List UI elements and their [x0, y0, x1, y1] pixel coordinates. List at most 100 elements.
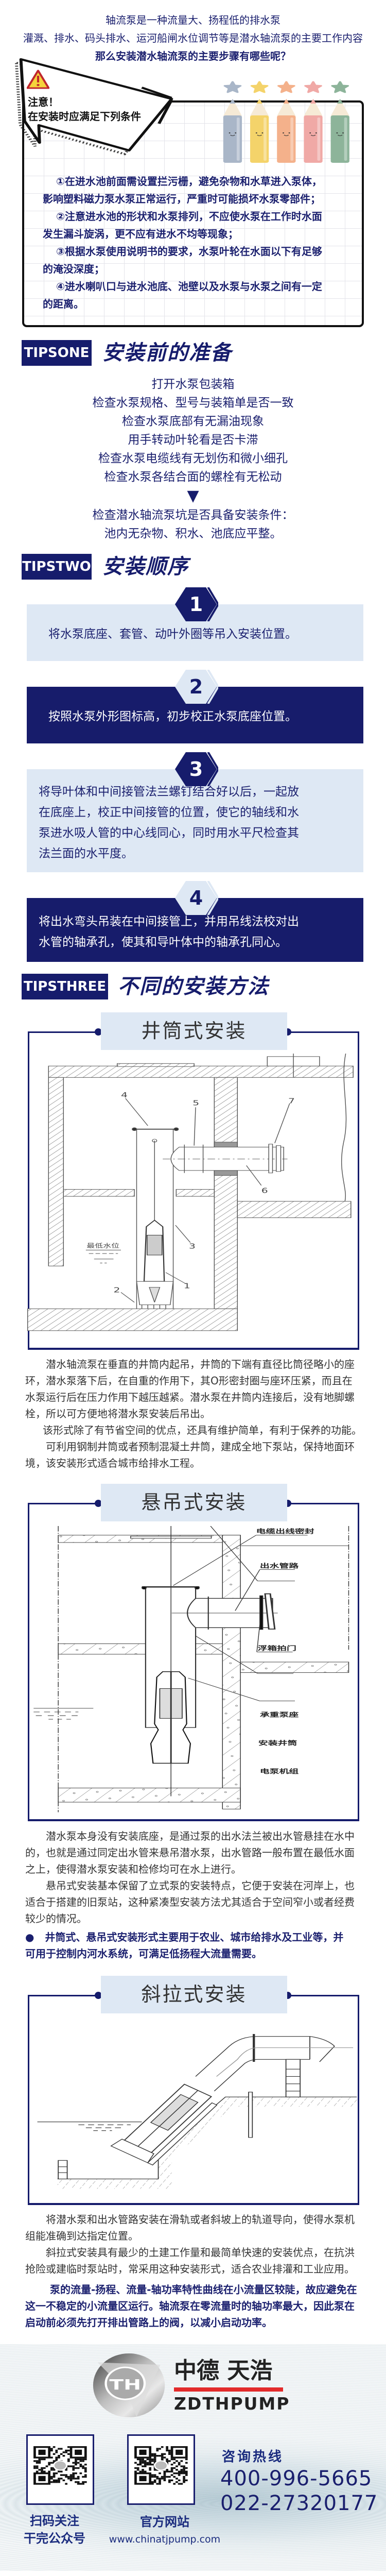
frame-dot — [95, 1992, 102, 1999]
method-label-suspended: 悬吊式安装 — [101, 1484, 287, 1521]
label-cable-seal: 电缆出线密封 — [256, 1528, 315, 1535]
speech-bubble — [14, 58, 173, 156]
checklist-item: 用手转动叶轮看是否卡滞 — [128, 433, 258, 447]
paragraph-line: 该形式除了有节省空间的优点，还具有维护简单，有利于保养的功能。 — [43, 1424, 362, 1436]
pencil-5 — [330, 81, 349, 163]
diagram-label-4: 4 — [121, 1091, 128, 1099]
paragraph-line: 抢险或建临时泵站时，常采用这种安装形式，适合农业排灌和工业应用。 — [25, 2263, 355, 2275]
label-outlet-pipe: 出水管路 — [260, 1562, 299, 1569]
step-number: 2 — [189, 675, 203, 698]
paragraph-line: 的，也就是通过同定出水管来悬吊潜水泵，出水管路一般布置在最低水面 — [25, 1846, 355, 1859]
step-3-line: 在底座上，校正中间接管的位置，使它的轴线和水 — [39, 806, 299, 819]
checklist-item: 检查水泵电缆线有无划伤和微小细孔 — [98, 452, 288, 465]
condition-2-line-1: ②注意进水池的形状和水泵排列，不应使水泵在工作时水面 — [56, 210, 322, 223]
paragraph-line: 之上，使得潜水泵安装和检修均可在水上进行。 — [25, 1863, 241, 1875]
note-line: 可用于控制内河水系统，可满足低扬程大流量需要。 — [25, 1947, 262, 1960]
startup-warning-note: 泵的流量-扬程、流量-轴功率特性曲线在小流量区较陡，故应避免在 这一不稳定的小流… — [25, 2281, 380, 2331]
label-pump-unit: 电泵机组 — [260, 1768, 299, 1775]
label-pump-seat: 承重泵座 — [260, 1711, 299, 1718]
tipsthree-title: 不同的安装方法 — [118, 975, 269, 998]
step-3-line: 泵进水吸人管的中心线同心，同时用水平尺检查其 — [39, 826, 299, 840]
qr-follow-label: 扫码关注 — [30, 2514, 79, 2528]
logo-letters: TH — [109, 2377, 141, 2393]
step-2-text: 按照水泵外形图标高，初步校正水泵底座位置。 — [48, 710, 297, 723]
paragraph-line: 将潜水泵和出水管路安装在滑轨或者斜坡上的轨道导向，使得水泵机 — [46, 2213, 355, 2226]
pit-check-line-1: 检查潜水轴流泵坑是否具备安装条件： — [92, 509, 294, 522]
diagram-label-6: 6 — [261, 1187, 268, 1195]
pencil-3 — [277, 81, 296, 163]
checklist-item: 检查水泵规格、型号与装箱单是否一致 — [92, 396, 294, 410]
diagram-label-7: 7 — [288, 1097, 295, 1106]
pencils-illustration — [223, 81, 349, 163]
frame-dot — [95, 1500, 102, 1507]
step-1-text: 将水泵底座、套管、动叶外圈等吊入安装位置。 — [48, 628, 297, 641]
hotline-label: 咨询热线 — [222, 2449, 284, 2465]
arrow-down-icon: ▼ — [187, 487, 199, 505]
step-badge-1: 1 — [175, 587, 218, 621]
note-line: 启动前必须先打开排出管路上的阀，以减小启动功率。 — [25, 2316, 272, 2329]
conditions-list: ①在进水池前面需设置拦污栅，避免杂物和水草进入泵体， 影响塑料磁力泵水泵正常运行… — [43, 173, 362, 313]
condition-2-line-2: 发生漏斗旋涡，更不应有进水不均等现象； — [43, 228, 238, 240]
paragraph-line: 环，潜水泵落下后，在自重的作用下，其O形密封圈与座环压紧，而且在 — [25, 1375, 353, 1387]
step-number: 3 — [189, 758, 203, 781]
tipstwo-tag: TIPSTWO — [22, 554, 92, 580]
hotline-phone-1[interactable]: 400-996-5665 — [220, 2467, 373, 2490]
step-badge-2: 2 — [175, 670, 218, 704]
pencil-2 — [250, 81, 269, 163]
qr-site-label: 官方网站 — [140, 2515, 189, 2529]
paragraph-line: 潜水轴流泵在垂直的井筒内起吊，井筒的下端有直径比筒径略小的座 — [46, 1358, 355, 1370]
notice-title: 注意！ — [28, 96, 59, 108]
brand-name-en: ZDTHPUMP — [174, 2394, 290, 2414]
hotline-phone-2[interactable]: 022-27320177 — [220, 2492, 378, 2515]
condition-4-line-2: 的距离。 — [43, 298, 84, 310]
qr-code-website[interactable] — [127, 2434, 195, 2505]
checklist-item: 检查水泵各结合面的螺栓有无松动 — [104, 470, 282, 484]
paragraph-line: 斜拉式安装具有最少的土建工作量和最简单快速的安装优点，在抗洪 — [46, 2246, 355, 2259]
tipstwo-title: 安装顺序 — [102, 555, 189, 579]
paragraph-line: 悬吊式安装基本保留了立式泵的安装特点，它便于安装在河岸上，也 — [46, 1879, 355, 1892]
warning-icon — [27, 70, 49, 89]
paragraph-line: 较少的情况。 — [25, 1912, 87, 1925]
qr-code-follow[interactable] — [26, 2434, 94, 2505]
step-4-text: 将出水弯头吊装在中间接管上，并用吊线法校对出 水管的轴承孔，使其和导叶体中的轴承… — [39, 911, 299, 953]
intro-question: 那么安装潜水轴流泵的主要步骤有哪些呢？ — [95, 50, 291, 62]
note-line: 这一不稳定的小流量区运行。轴流泵在零流量时的轴功率最大，因此泵在 — [25, 2300, 355, 2312]
step-4-line: 将出水弯头吊装在中间接管上，并用吊线法校对出 — [39, 915, 299, 928]
tipsone-title: 安装前的准备 — [102, 341, 232, 365]
method-label-well: 井筒式安装 — [101, 1012, 287, 1050]
intro-line-2: 灌溉、排水、码头排水、运河船闸水位调节等是潜水轴流泵的主要工作内容 — [23, 32, 363, 44]
paragraph-line: 可利用钢制井筒或者预制混凝土井筒，建成全地下泵站，保持地面环 — [46, 1440, 355, 1453]
checklist: 打开水泵包装箱 检查水泵规格、型号与装箱单是否一致 检查水泵底部有无漏油现象 用… — [0, 375, 386, 486]
step-badge-3: 3 — [175, 752, 218, 786]
tipsthree-tag: TIPSTHREE — [22, 974, 108, 999]
step-card-3: 将导叶体和中间接管法兰螺钉结合好以后，一起放 在底座上，校正中间接管的位置，使它… — [27, 769, 363, 872]
well-installation-diagram: 4 5 7 6 3 1 2 最低水位 — [27, 1054, 354, 1331]
website-link[interactable]: www.chinatjpump.com — [109, 2534, 221, 2545]
step-3-line: 法兰面的水平度。 — [39, 847, 133, 860]
label-well-tube: 安装井筒 — [258, 1739, 297, 1747]
lowest-water-level-label: 最低水位 — [86, 1243, 119, 1249]
condition-3-line-2: 的淹没深度； — [43, 263, 104, 275]
step-number: 4 — [189, 887, 203, 909]
qr-site-caption: 官方网站 www.chinatjpump.com — [103, 2513, 226, 2548]
qr-follow-account: 干完公众号 — [24, 2531, 85, 2546]
step-badge-4: 4 — [175, 881, 218, 915]
method-label-inclined: 斜拉式安装 — [101, 1976, 287, 2013]
pit-check: 检查潜水轴流泵坑是否具备安装条件： 池内无杂物、积水、池底应平整。 — [0, 506, 386, 543]
qr-follow-caption: 扫码关注 干完公众号 — [13, 2512, 96, 2547]
inclined-description: 将潜水泵和出水管路安装在滑轨或者斜坡上的轨道导向，使得水泵机 组能准确到达指定位… — [25, 2211, 380, 2277]
condition-1-line-1: ①在进水池前面需设置拦污栅，避免杂物和水草进入泵体， — [56, 175, 322, 188]
well-description: 潜水轴流泵在垂直的井筒内起吊，井筒的下端有直径比筒径略小的座 环，潜水泵落下后，… — [25, 1356, 380, 1471]
paragraph-line: 栓，所以可方便地将潜水泵安装后吊出。 — [25, 1408, 210, 1420]
diagram-label-3: 3 — [189, 1243, 196, 1251]
step-3-text: 将导叶体和中间接管法兰螺钉结合好以后，一起放 在底座上，校正中间接管的位置，使它… — [39, 782, 299, 864]
suspended-description: 潜水泵本身没有安装底座，是通过泵的出水法兰被出水管悬挂在水中 的，也就是通过同定… — [25, 1828, 380, 1927]
note-line: 泵的流量-扬程、流量-轴功率特性曲线在小流量区较陡，故应避免在 — [50, 2283, 357, 2296]
paragraph-line: 组能准确到达指定位置。 — [25, 2230, 138, 2242]
label-flap-gate: 浮箱拍门 — [257, 1645, 296, 1652]
step-4-line: 水管的轴承孔，使其和导叶体中的轴承孔同心。 — [39, 936, 287, 949]
diagram-label-1: 1 — [184, 1282, 190, 1291]
frame-dot — [95, 1028, 102, 1036]
notice-subtitle: 在安装时应满足下列条件 — [28, 110, 141, 123]
